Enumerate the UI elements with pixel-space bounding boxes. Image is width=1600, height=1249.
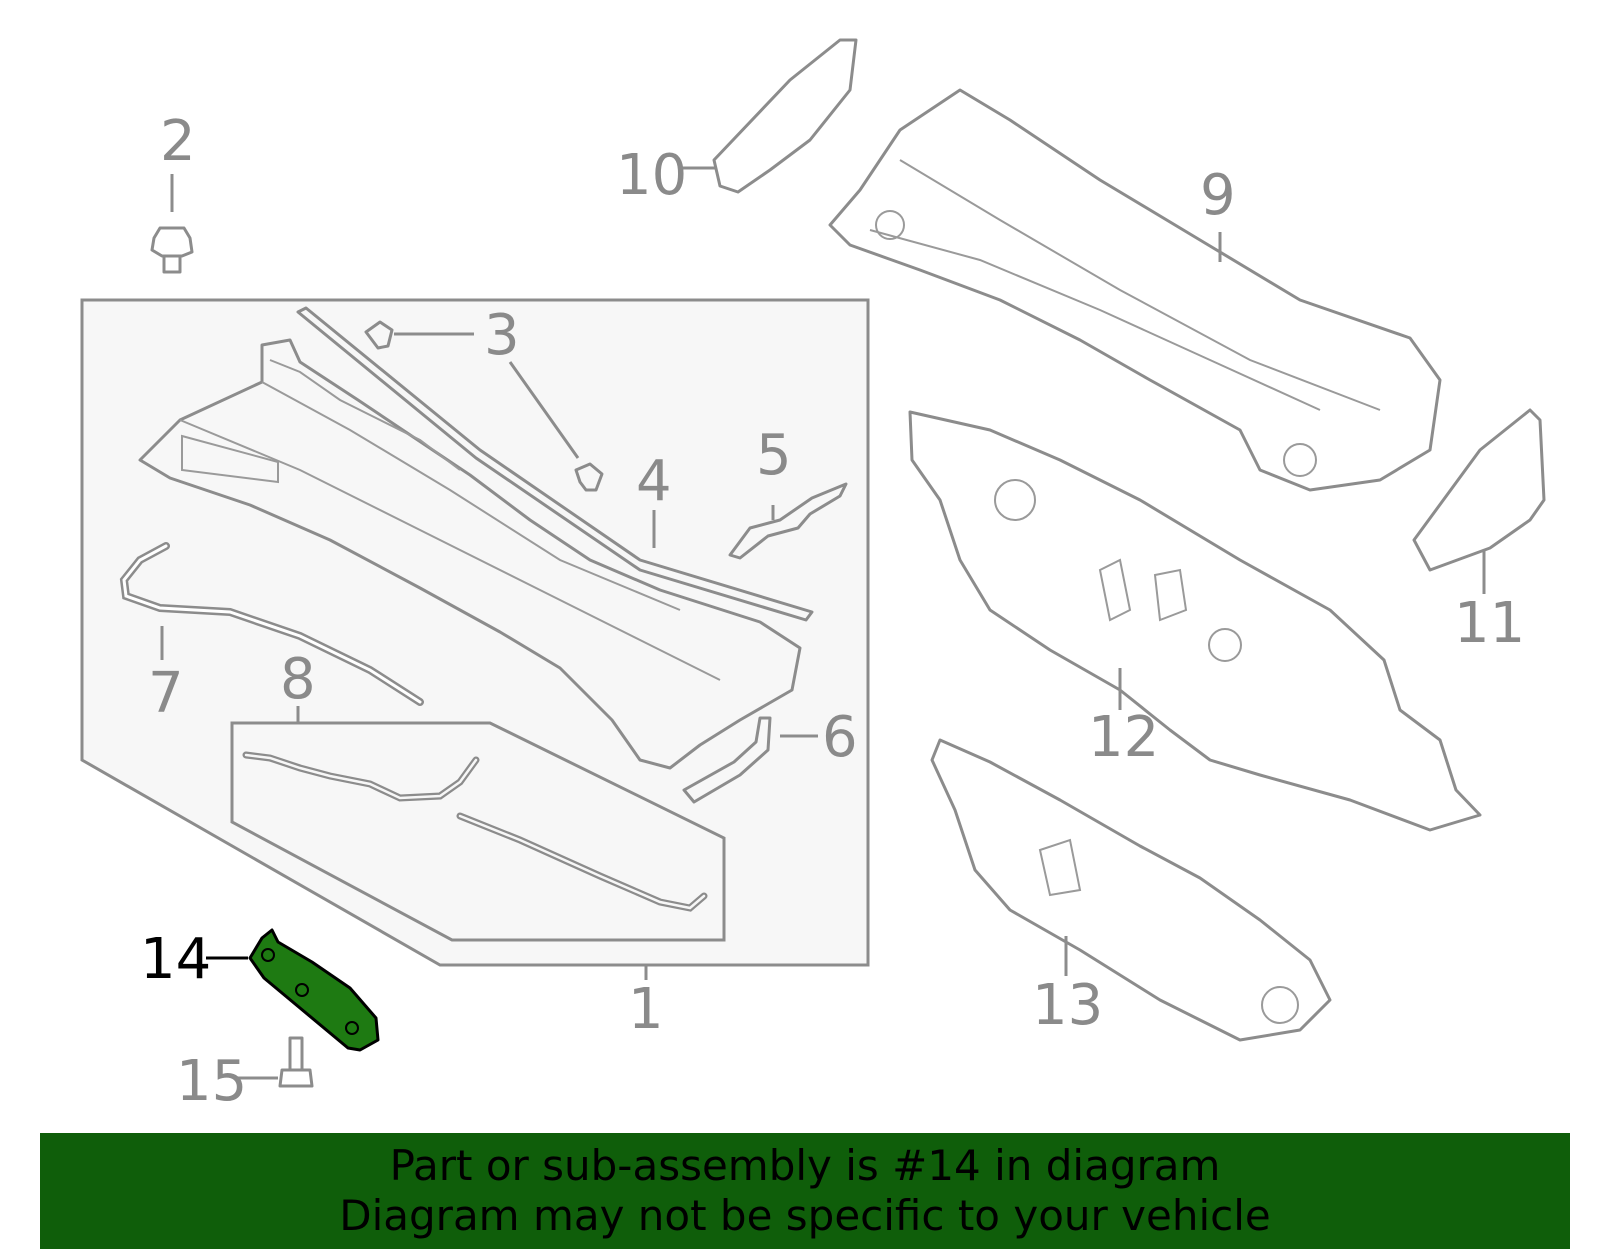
part-14-highlighted-bracket[interactable]: [248, 928, 380, 1052]
part-11-side-bracket[interactable]: [1412, 408, 1546, 572]
part-12-dash-panel[interactable]: [908, 410, 1482, 832]
part-15-bolt[interactable]: [278, 1036, 314, 1088]
callout-7: 7: [148, 661, 184, 726]
banner-line-1: Part or sub-assembly is #14 in diagram: [389, 1141, 1221, 1190]
callout-2: 2: [160, 109, 196, 174]
part-6-bracket[interactable]: [682, 716, 772, 804]
part-3-washer-nozzles[interactable]: [364, 320, 604, 492]
part-2-clip[interactable]: [150, 226, 194, 274]
callout-labels: 2 3 4 5 6 7 8 9 10 11 12 13 14 15 1: [140, 109, 1525, 1114]
callout-5: 5: [756, 423, 792, 488]
callout-11: 11: [1454, 591, 1525, 656]
callout-10: 10: [616, 143, 687, 208]
part-8-washer-hose-kit[interactable]: [242, 751, 708, 912]
part-9-cowl-cross-member[interactable]: [828, 88, 1442, 492]
leader-lines: [160, 166, 1486, 1080]
callout-4: 4: [636, 449, 672, 514]
part-5-bracket[interactable]: [728, 482, 848, 560]
callout-1: 1: [628, 977, 664, 1042]
callout-13: 13: [1032, 973, 1103, 1038]
callout-6: 6: [822, 705, 858, 770]
callout-9: 9: [1200, 163, 1236, 228]
part-13-insulator[interactable]: [930, 738, 1332, 1042]
callout-14: 14: [140, 927, 211, 992]
callout-8: 8: [280, 647, 316, 712]
banner-line-2: Diagram may not be specific to your vehi…: [339, 1191, 1271, 1240]
hose-kit-box: [230, 721, 726, 942]
part-10-side-bracket[interactable]: [712, 38, 858, 194]
callout-15: 15: [176, 1049, 247, 1114]
part-4-cowl-top-panel[interactable]: [138, 306, 814, 770]
callout-3: 3: [484, 303, 520, 368]
callout-12: 12: [1088, 705, 1159, 770]
info-banner: Part or sub-assembly is #14 in diagram D…: [40, 1133, 1570, 1249]
